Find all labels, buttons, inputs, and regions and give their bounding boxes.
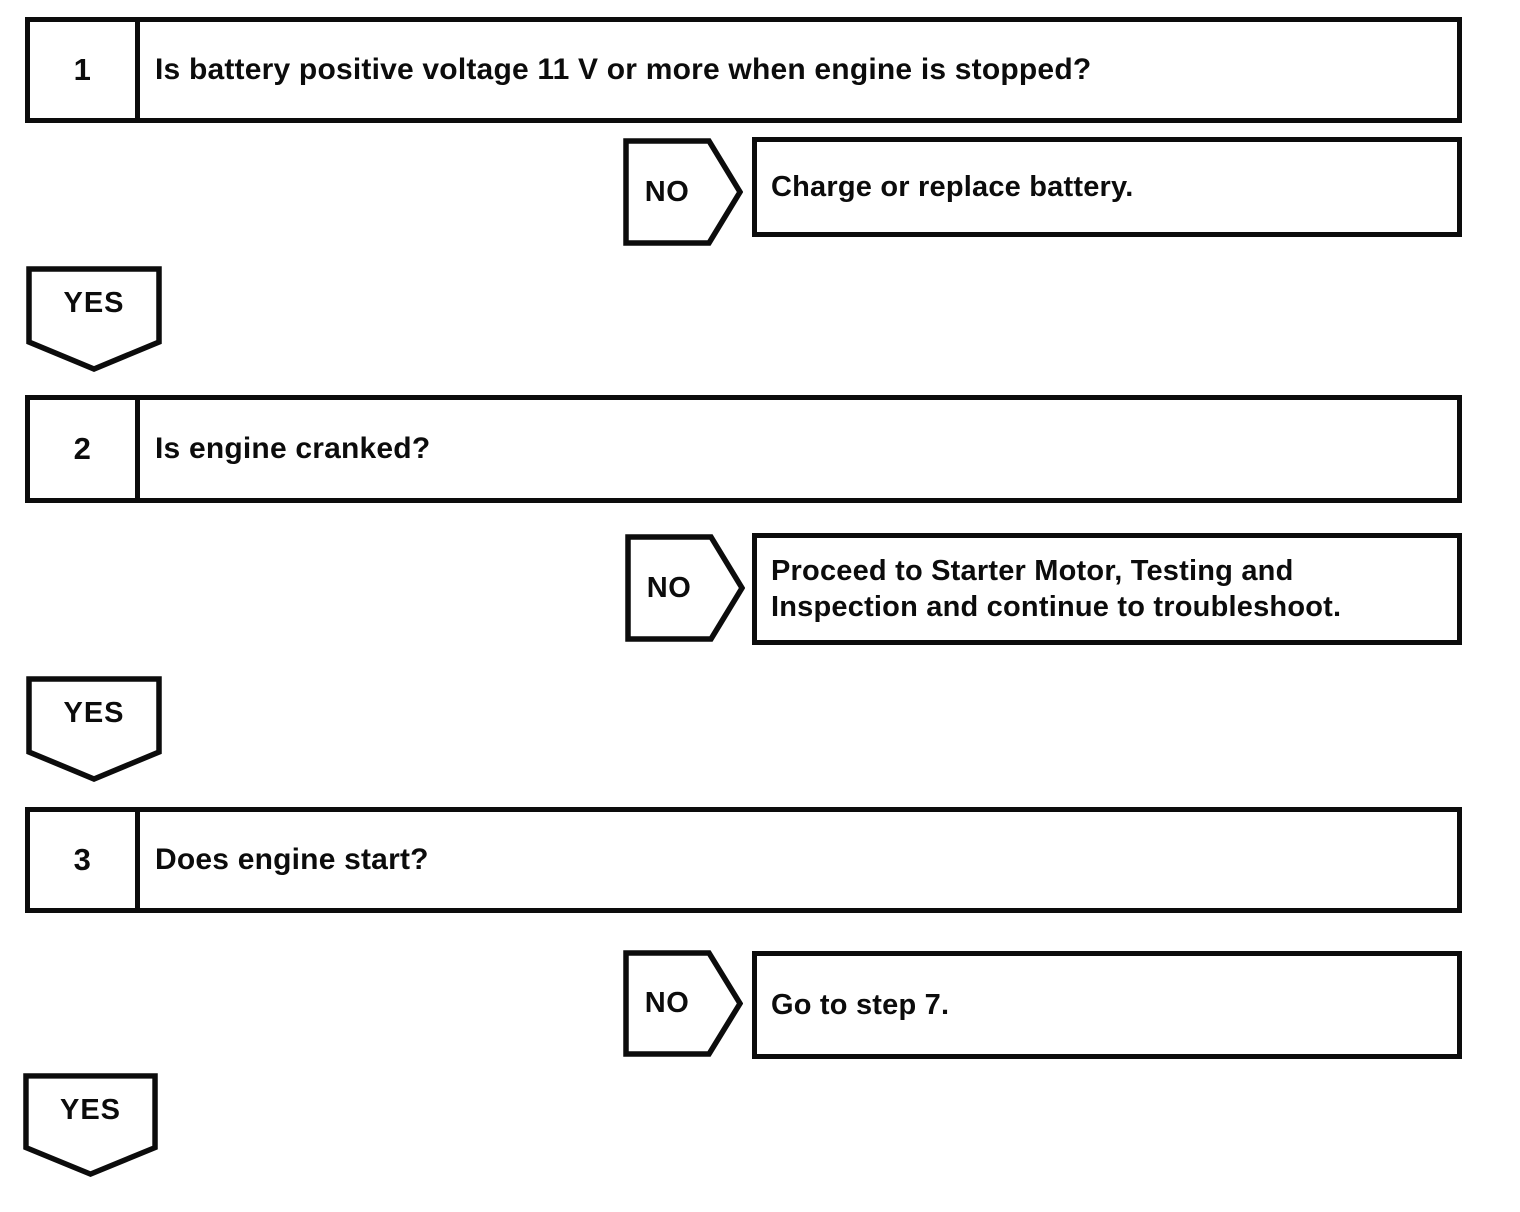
step-1-no-result-box: Charge or replace battery. xyxy=(752,137,1462,237)
step-3-question-text: Does engine start? xyxy=(155,843,429,876)
step-3-no-connector: NO xyxy=(623,950,743,1057)
step-1-no-result-text: Charge or replace battery. xyxy=(771,171,1134,203)
step-3-question-box: 3 Does engine start? xyxy=(25,807,1462,913)
step-1-question-text: Is battery positive voltage 11 V or more… xyxy=(155,53,1092,86)
step-3-no-result-box: Go to step 7. xyxy=(752,951,1462,1059)
yes-banner-icon xyxy=(26,676,162,782)
step-2-yes-connector: YES xyxy=(25,675,163,783)
step-2-no-result-text: Proceed to Starter Motor, Testing and In… xyxy=(771,555,1342,623)
no-pentagon-icon xyxy=(623,138,743,246)
step-3-no-result-text: Go to step 7. xyxy=(771,989,950,1021)
step-2-no-label: NO xyxy=(646,571,692,604)
step-3-no-label: NO xyxy=(644,987,690,1019)
step-3-yes-label: YES xyxy=(59,1093,122,1126)
step-2-question-text: Is engine cranked? xyxy=(155,432,431,465)
step-2-number: 2 xyxy=(30,400,140,498)
no-pentagon-icon xyxy=(623,950,743,1057)
step-1-yes-label: YES xyxy=(63,286,125,319)
yes-banner-icon xyxy=(26,266,162,372)
step-2-no-result-box: Proceed to Starter Motor, Testing and In… xyxy=(752,533,1462,645)
step-1-no-connector: NO xyxy=(623,138,743,246)
step-2-no-connector: NO xyxy=(625,534,745,642)
step-1-question-box: 1 Is battery positive voltage 11 V or mo… xyxy=(25,17,1462,123)
no-pentagon-icon xyxy=(625,534,745,642)
yes-banner-icon xyxy=(23,1073,158,1177)
step-1-yes-connector: YES xyxy=(25,265,163,373)
step-1-no-label: NO xyxy=(644,175,690,208)
step-3-yes-connector: YES xyxy=(22,1072,159,1178)
step-1-number: 1 xyxy=(30,22,140,118)
step-2-question-box: 2 Is engine cranked? xyxy=(25,395,1462,503)
step-2-yes-label: YES xyxy=(63,696,125,729)
step-3-number: 3 xyxy=(30,812,140,908)
